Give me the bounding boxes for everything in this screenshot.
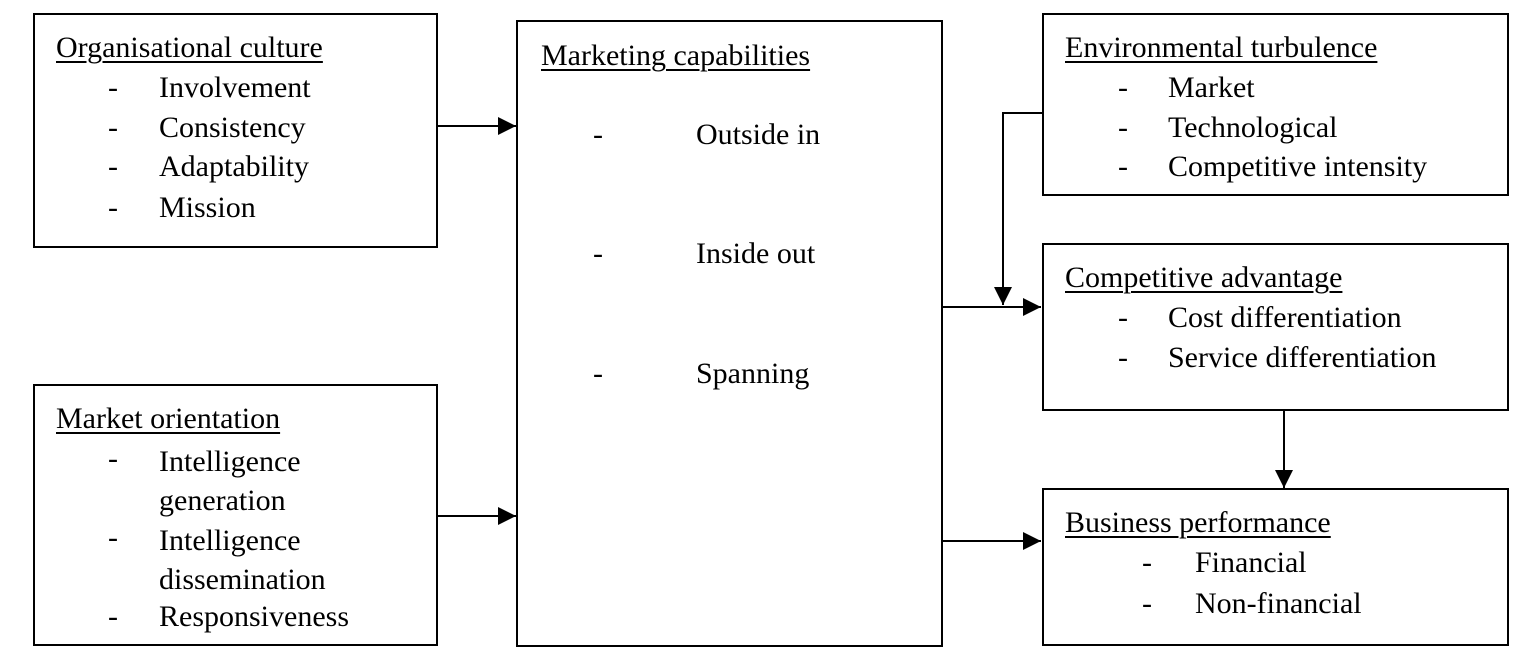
capabilities-item-inside-out: Inside out	[696, 237, 816, 270]
bullet-dash: -	[108, 191, 118, 224]
capabilities-item-outside-in: Outside in	[696, 118, 821, 151]
culture-item-consistency: Consistency	[159, 111, 306, 144]
market-orientation-box: Market orientation - Intelligence genera…	[33, 384, 438, 646]
bullet-dash: -	[1118, 71, 1128, 104]
bullet-dash: -	[593, 118, 603, 151]
competitive-advantage-box: Competitive advantage - Cost differentia…	[1042, 243, 1509, 411]
bullet-dash: -	[593, 357, 603, 390]
environmental-turbulence-title: Environmental turbulence	[1065, 31, 1378, 64]
advantage-item-service-differentiation: Service differentiation	[1168, 341, 1437, 374]
turbulence-item-technological: Technological	[1168, 111, 1338, 144]
bullet-dash: -	[593, 237, 603, 270]
bullet-dash: -	[1118, 111, 1128, 144]
culture-item-involvement: Involvement	[159, 71, 311, 104]
bullet-dash: -	[108, 111, 118, 144]
bullet-dash: -	[108, 521, 118, 554]
marketing-capabilities-title: Marketing capabilities	[541, 39, 811, 72]
business-performance-box: Business performance - Financial - Non-f…	[1042, 488, 1509, 646]
competitive-advantage-title: Competitive advantage	[1065, 261, 1343, 294]
capabilities-item-spanning: Spanning	[696, 357, 810, 390]
organisational-culture-box: Organisational culture - Involvement - C…	[33, 13, 438, 248]
performance-item-non-financial: Non-financial	[1195, 587, 1362, 620]
culture-item-adaptability: Adaptability	[159, 150, 309, 183]
bullet-dash: -	[1142, 587, 1152, 620]
bullet-dash: -	[108, 600, 118, 633]
market-orientation-title: Market orientation	[56, 402, 281, 435]
arrow-turbulence-to-advantage	[994, 112, 1043, 305]
bullet-dash: -	[1118, 150, 1128, 183]
marketing-capabilities-box: Marketing capabilities - Outside in - In…	[516, 20, 943, 647]
bullet-dash: -	[1118, 301, 1128, 334]
culture-item-mission: Mission	[159, 191, 256, 224]
bullet-dash: -	[108, 150, 118, 183]
performance-item-financial: Financial	[1195, 546, 1307, 579]
bullet-dash: -	[1118, 341, 1128, 374]
bullet-dash: -	[108, 442, 118, 475]
organisational-culture-title: Organisational culture	[56, 31, 323, 64]
turbulence-item-market: Market	[1168, 71, 1255, 104]
advantage-item-cost-differentiation: Cost differentiation	[1168, 301, 1402, 334]
orientation-item-intelligence-generation: Intelligence generation	[159, 445, 301, 517]
business-performance-title: Business performance	[1065, 506, 1331, 539]
bullet-dash: -	[108, 71, 118, 104]
bullet-dash: -	[1142, 546, 1152, 579]
orientation-item-responsiveness: Responsiveness	[159, 600, 349, 633]
environmental-turbulence-box: Environmental turbulence - Market - Tech…	[1042, 13, 1509, 196]
orientation-item-intelligence-dissemination: Intelligence dissemination	[159, 524, 326, 596]
turbulence-item-competitive-intensity: Competitive intensity	[1168, 150, 1428, 183]
